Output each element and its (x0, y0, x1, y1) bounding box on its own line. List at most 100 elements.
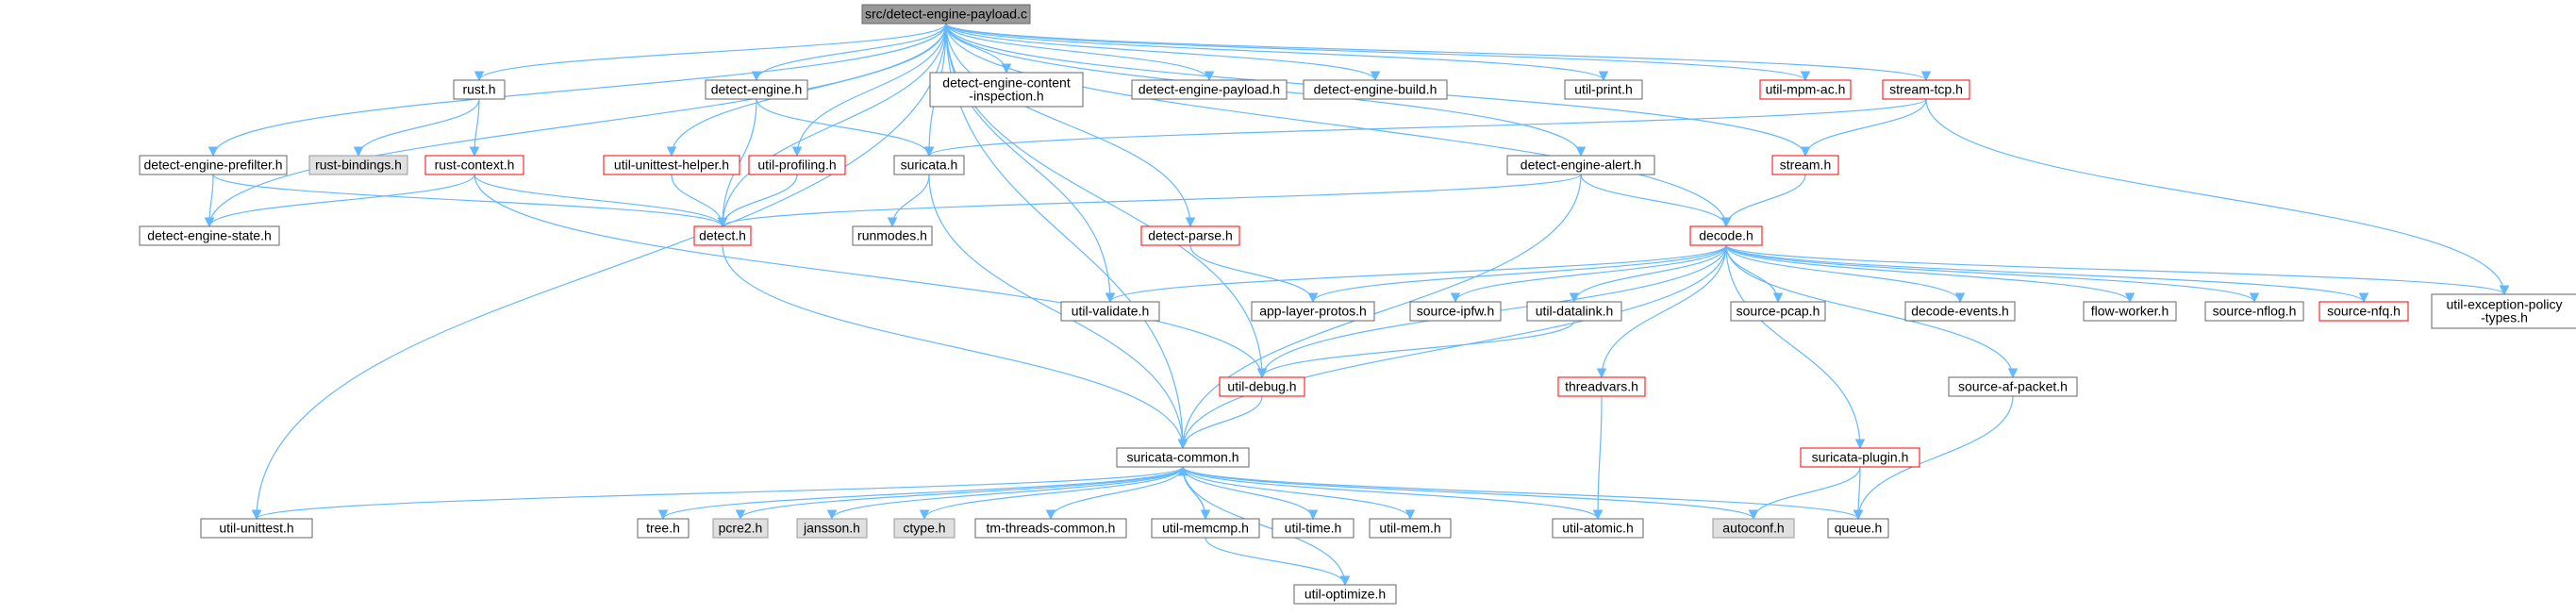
edge-root-to-decode (945, 23, 1732, 228)
node-flow-worker[interactable]: flow-worker.h (2083, 301, 2177, 322)
node-detect[interactable]: detect.h (693, 225, 752, 246)
edge-suricata-common-to-pcre2 (735, 466, 1184, 521)
node-queue[interactable]: queue.h (1827, 518, 1889, 539)
node-rust-bindings[interactable]: rust-bindings.h (308, 155, 408, 175)
node-label-stream-tcp: stream-tcp.h (1889, 82, 1963, 97)
node-jansson[interactable]: jansson.h (796, 518, 868, 539)
node-suricata[interactable]: suricata.h (893, 155, 965, 175)
node-util-time[interactable]: util-time.h (1271, 518, 1354, 539)
node-source-nflog[interactable]: source-nflog.h (2204, 301, 2304, 322)
node-tm-threads-common[interactable]: tm-threads-common.h (974, 518, 1127, 539)
nodes-layer: src/detect-engine-payload.cutil-unittest… (139, 4, 2576, 605)
node-util-mpm-ac[interactable]: util-mpm-ac.h (1759, 79, 1852, 100)
node-box-suricata (893, 155, 965, 175)
node-box-decode (1689, 225, 1763, 246)
node-source-ipfw[interactable]: source-ipfw.h (1409, 301, 1502, 322)
node-box-detect-engine-state (139, 225, 280, 246)
node-detect-engine[interactable]: detect-engine.h (705, 79, 808, 100)
node-util-exception-policy-types[interactable]: util-exception-policy-types.h (2431, 293, 2576, 329)
node-box-util-optimize (1293, 584, 1397, 605)
node-pcre2[interactable]: pcre2.h (712, 518, 769, 539)
edge-detect-engine-alert-to-decode (1580, 174, 1732, 228)
node-box-root (861, 4, 1031, 25)
node-decode-events[interactable]: decode-events.h (1904, 301, 2016, 322)
node-rust-context[interactable]: rust-context.h (424, 155, 524, 175)
node-suricata-common[interactable]: suricata-common.h (1116, 447, 1250, 468)
node-runmodes[interactable]: runmodes.h (852, 225, 933, 246)
node-stream[interactable]: stream.h (1771, 155, 1839, 175)
node-util-print[interactable]: util-print.h (1564, 79, 1643, 100)
node-box-pcre2 (712, 518, 769, 539)
node-detect-engine-build[interactable]: detect-engine-build.h (1303, 79, 1448, 100)
node-box-detect-engine-alert (1506, 155, 1655, 175)
node-util-memcmp[interactable]: util-memcmp.h (1151, 518, 1260, 539)
edge-stream-tcp-to-util-exception-policy-types (1925, 98, 2510, 296)
node-util-datalink[interactable]: util-datalink.h (1526, 301, 1622, 322)
edge-decode-to-suricata-common (1177, 244, 1727, 450)
node-source-pcap[interactable]: source-pcap.h (1730, 301, 1826, 322)
node-label-detect-engine-payload: detect-engine-payload.h (1138, 82, 1280, 97)
node-box-util-print (1564, 79, 1643, 100)
node-util-optimize[interactable]: util-optimize.h (1293, 584, 1397, 605)
edge-decode-to-util-datalink (1569, 244, 1727, 304)
node-app-layer-protos[interactable]: app-layer-protos.h (1251, 301, 1375, 322)
node-detect-engine-state[interactable]: detect-engine-state.h (139, 225, 280, 246)
node-decode[interactable]: decode.h (1689, 225, 1763, 246)
node-stream-tcp[interactable]: stream-tcp.h (1882, 79, 1970, 100)
node-detect-engine-alert[interactable]: detect-engine-alert.h (1506, 155, 1655, 175)
node-label-util-time: util-time.h (1285, 521, 1342, 536)
node-box-detect-parse (1140, 225, 1240, 246)
node-util-unittest-helper[interactable]: util-unittest-helper.h (603, 155, 740, 175)
node-box-util-profiling (748, 155, 846, 175)
edge-root-to-util-unittest (251, 23, 947, 521)
node-detect-engine-prefilter[interactable]: detect-engine-prefilter.h (139, 155, 288, 175)
node-threadvars[interactable]: threadvars.h (1557, 376, 1646, 397)
edge-decode-to-util-validate (1105, 244, 1727, 304)
edge-root-to-rust (474, 23, 947, 82)
node-box-runmodes (852, 225, 933, 246)
node-util-profiling[interactable]: util-profiling.h (748, 155, 846, 175)
node-label-util-memcmp: util-memcmp.h (1162, 521, 1249, 536)
node-label-suricata-common: suricata-common.h (1126, 450, 1238, 465)
edge-decode-to-source-ipfw (1450, 244, 1727, 304)
node-util-atomic[interactable]: util-atomic.h (1552, 518, 1644, 539)
node-util-mem[interactable]: util-mem.h (1369, 518, 1452, 539)
node-ctype[interactable]: ctype.h (893, 518, 956, 539)
node-suricata-plugin[interactable]: suricata-plugin.h (1800, 447, 1920, 468)
node-label-detect-engine: detect-engine.h (711, 82, 803, 97)
edge-root-to-util-print (945, 23, 1609, 82)
node-label-util-datalink: util-datalink.h (1536, 304, 1614, 319)
node-detect-engine-content-inspection[interactable]: detect-engine-content-inspection.h (929, 72, 1084, 108)
node-detect-parse[interactable]: detect-parse.h (1140, 225, 1240, 246)
node-util-validate[interactable]: util-validate.h (1060, 301, 1160, 322)
node-autoconf[interactable]: autoconf.h (1712, 518, 1795, 539)
node-source-af-packet[interactable]: source-af-packet.h (1948, 376, 2078, 397)
node-rust[interactable]: rust.h (453, 79, 506, 100)
node-label-decode-events: decode-events.h (1911, 304, 2009, 319)
node-label-source-pcap: source-pcap.h (1737, 304, 1820, 319)
node-label-util-atomic: util-atomic.h (1562, 521, 1633, 536)
node-label-detect-parse: detect-parse.h (1148, 228, 1233, 243)
edge-decode-to-source-nflog (1725, 244, 2260, 304)
edge-root-to-util-unittest-helper (666, 23, 947, 158)
node-label-detect-engine-alert: detect-engine-alert.h (1521, 158, 1641, 173)
node-box-util-memcmp (1151, 518, 1260, 539)
edge-root-to-detect-engine-content-inspection (945, 23, 1012, 75)
node-box-source-af-packet (1948, 376, 2078, 397)
node-util-unittest[interactable]: util-unittest.h (200, 518, 313, 539)
node-label-tree: tree.h (646, 521, 680, 536)
edge-suricata-to-suricata-common (928, 174, 1188, 450)
node-source-nfq[interactable]: source-nfq.h (2318, 301, 2409, 322)
node-util-debug[interactable]: util-debug.h (1219, 376, 1305, 397)
node-label-util-mpm-ac: util-mpm-ac.h (1766, 82, 1846, 97)
edge-util-memcmp-to-suricata-common (1177, 465, 1206, 520)
node-tree[interactable]: tree.h (637, 518, 690, 539)
edge-root-to-detect-engine-state (204, 23, 947, 228)
node-label-tm-threads-common: tm-threads-common.h (987, 521, 1116, 536)
node-label-jansson: jansson.h (803, 521, 860, 536)
node-detect-engine-payload[interactable]: detect-engine-payload.h (1131, 79, 1288, 100)
edge-suricata-common-to-jansson (826, 466, 1184, 521)
edge-decode-to-threadvars (1596, 244, 1727, 379)
node-box-tree (637, 518, 690, 539)
edge-decode-to-decode-events (1725, 244, 1966, 304)
